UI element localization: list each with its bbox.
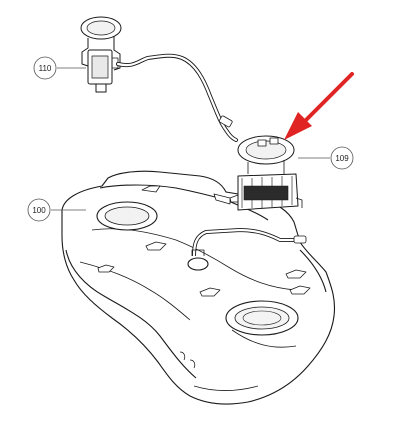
harness-fill	[116, 54, 238, 142]
highlight-arrow	[284, 72, 354, 140]
sender-bracket-right	[113, 36, 121, 71]
arrow-shaft	[302, 72, 354, 124]
tank-valve	[187, 257, 209, 271]
callout-circle	[330, 146, 354, 170]
mounting-tab	[145, 241, 167, 251]
tank-relief-line	[193, 385, 259, 391]
callout-label-110: 110	[39, 64, 52, 73]
sender-unit	[80, 16, 122, 93]
callout-100: 100	[27, 198, 86, 222]
mounting-tab	[141, 185, 161, 193]
callout-circle	[27, 198, 51, 222]
callout-circle	[33, 56, 57, 80]
tank-right-edge	[299, 249, 327, 293]
callout-label-109: 109	[335, 154, 349, 163]
sender-float-arm	[95, 84, 107, 93]
callout-110: 110	[33, 56, 86, 80]
pump-guide-rods	[247, 160, 285, 174]
harness-connector	[218, 115, 233, 128]
arrow-head	[284, 112, 312, 140]
tank-skirt-line	[65, 249, 197, 379]
tank-opening-rear-ring	[242, 310, 282, 326]
mounting-tab	[97, 264, 115, 273]
sender-body-window	[91, 55, 109, 79]
pump-electrical-port	[269, 137, 279, 145]
mounting-tab	[199, 287, 221, 297]
sender-flange-inner	[86, 20, 116, 36]
sender-bracket-left	[81, 38, 89, 67]
pump-motor	[243, 185, 289, 201]
strap-hook	[189, 359, 196, 369]
vent-tube-connector	[293, 235, 307, 244]
wiring-harness	[116, 53, 238, 142]
tank-opening-front-inner	[104, 206, 150, 226]
strap-hook	[179, 351, 186, 361]
mounting-tab	[289, 285, 311, 295]
vent-tube-fill	[192, 228, 300, 257]
mounting-tab	[285, 269, 307, 279]
callout-label-100: 100	[32, 206, 46, 215]
harness-outline	[116, 53, 238, 142]
pump-outlet-port	[257, 139, 267, 147]
tank-relief-line	[231, 329, 297, 348]
pump-return-line	[295, 197, 303, 208]
tank-opening-rear-inner	[234, 306, 290, 330]
fuel-pump-module	[213, 135, 303, 211]
callout-109: 109	[298, 146, 354, 170]
pump-float-arm	[213, 193, 231, 205]
tank-valve-neck	[191, 249, 205, 256]
